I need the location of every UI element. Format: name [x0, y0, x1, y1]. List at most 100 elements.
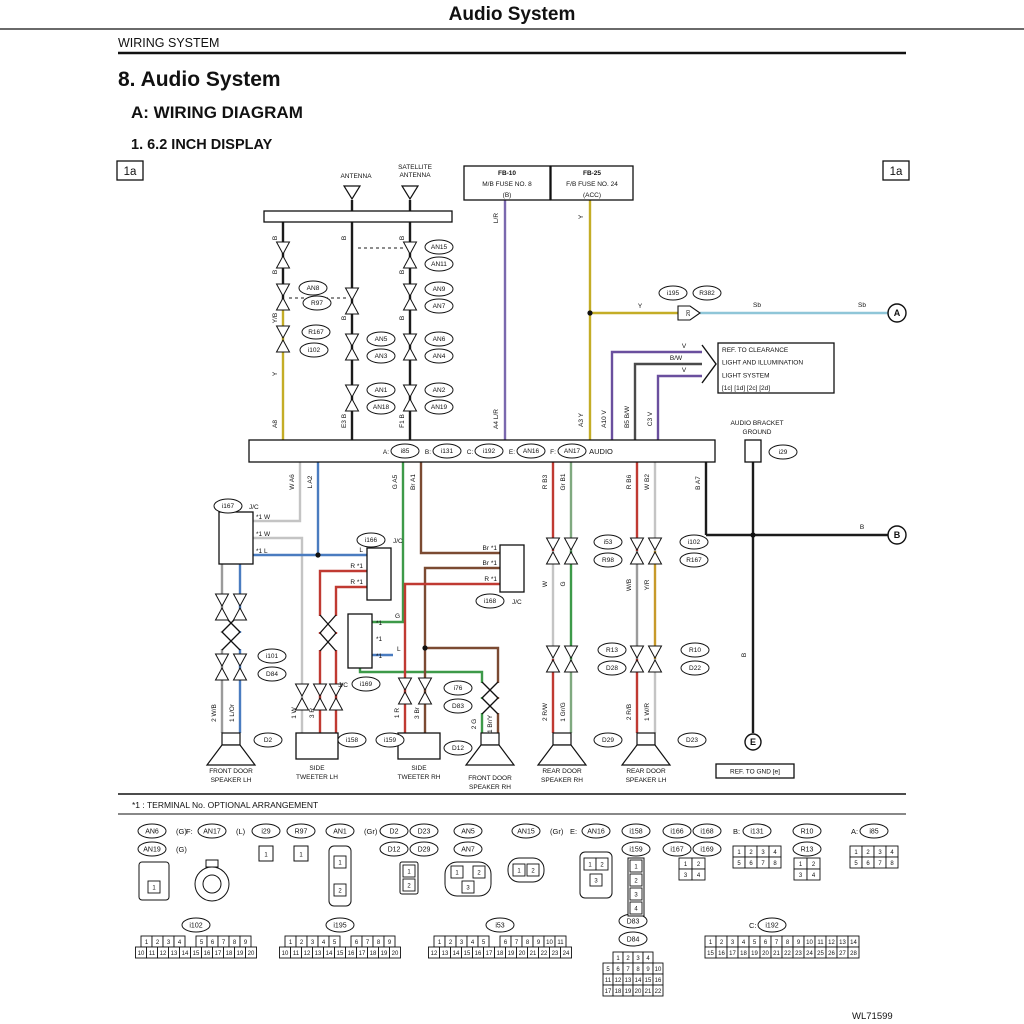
terminal-triangle — [275, 296, 291, 311]
footer-label: C: — [749, 921, 757, 930]
diagram-label: J/C — [512, 599, 522, 606]
terminal-triangle — [402, 346, 418, 361]
diagram-label: B — [860, 524, 864, 531]
pin-number: 15 — [193, 951, 200, 957]
wire-label: L/R — [493, 213, 500, 223]
pin-number: 2 — [300, 940, 304, 946]
diagram-label: F: — [550, 449, 556, 456]
pin-number: 8 — [377, 940, 381, 946]
terminal-triangle — [647, 645, 663, 660]
connector-D84 — [618, 931, 648, 947]
wire-label: E3 B — [341, 414, 348, 428]
terminal-triangle — [214, 666, 230, 681]
round-connector-tab — [205, 859, 219, 868]
pin-number: 1 — [799, 862, 803, 868]
pin-number: 4 — [178, 940, 182, 946]
pin-cell — [333, 883, 347, 897]
connector-label-AN3: AN3 — [375, 353, 388, 360]
pin-number: 11 — [817, 940, 824, 946]
wire-label: Y — [578, 214, 585, 219]
wire-label: Y — [272, 371, 279, 376]
pin-number: 19 — [625, 989, 632, 995]
fuse-box-fb25-label: FB-25 — [583, 170, 601, 177]
pin-number: 12 — [431, 951, 438, 957]
connector-AN19 — [137, 841, 167, 857]
bracket-ground-box — [744, 439, 762, 463]
connector-label-R98: R98 — [602, 557, 614, 564]
pin-number: 17 — [486, 951, 493, 957]
single-pin-icon — [293, 845, 309, 862]
pin-number: 1 — [854, 850, 858, 856]
diagram-label: R *1 — [350, 579, 363, 586]
terminal-triangle — [344, 397, 360, 412]
front-door-speaker-rh-icon — [464, 744, 516, 766]
pin-number: 6 — [355, 940, 359, 946]
connector-i102 — [181, 917, 211, 933]
diagram-label: *1 W — [256, 531, 271, 538]
terminal-triangle — [545, 537, 561, 552]
connector-label-AN2: AN2 — [433, 387, 446, 394]
pin-cell — [629, 873, 643, 887]
connector-AN15 — [511, 823, 541, 839]
connector-label-i131: i131 — [750, 828, 763, 835]
terminal-triangle — [402, 254, 418, 269]
pin-number: 18 — [740, 951, 747, 957]
connector-R97 — [286, 823, 316, 839]
wire-label: B5 B/W — [624, 405, 631, 428]
diagram-label: FRONT DOOR — [209, 768, 253, 775]
connector-label-AN11: AN11 — [431, 261, 447, 268]
terminal-triangle — [545, 550, 561, 565]
connector-label-i167: i167 — [670, 846, 683, 853]
wire-label: G — [560, 581, 567, 586]
connector-AN6 — [424, 331, 454, 347]
ref-gnd-box-label: REF. TO GND [e] — [730, 769, 780, 776]
pin-number: 6 — [504, 940, 508, 946]
pin-cell — [691, 868, 706, 881]
terminal-triangle — [214, 653, 230, 668]
twist-cross — [481, 697, 499, 715]
pin-cell — [806, 868, 821, 881]
wire-label: W — [542, 580, 549, 587]
connector-label-R97: R97 — [295, 828, 308, 835]
front-door-speaker-lh-icon — [205, 744, 257, 766]
connector-R167 — [679, 552, 709, 568]
jc-box-i167 — [218, 511, 254, 565]
connector-AN11 — [424, 256, 454, 272]
diagram-label: TWEETER LH — [296, 774, 338, 781]
terminal-triangle — [402, 397, 418, 412]
terminal-triangle — [397, 690, 413, 705]
twist-cross — [319, 614, 337, 634]
pin-cell — [402, 878, 416, 892]
diagram-label: Br *1 — [483, 560, 498, 567]
pin-number: 20 — [248, 951, 255, 957]
wire-label: R B6 — [626, 474, 633, 489]
pin-number: 18 — [226, 951, 233, 957]
jc-box-i166 — [366, 547, 392, 601]
connector-i167 — [662, 841, 692, 857]
diagram-label: E: — [509, 449, 515, 456]
terminal-triangle — [647, 550, 663, 565]
connector-AN5 — [366, 331, 396, 347]
wire-label: Gr B1 — [560, 473, 567, 490]
pin-number: 3 — [167, 940, 171, 946]
pin-number: 28 — [850, 951, 857, 957]
twist-cross — [481, 681, 499, 699]
pin-cell — [450, 865, 464, 879]
pin-number: 18 — [615, 989, 622, 995]
connector-R10 — [680, 642, 710, 658]
connector-label-AN17: AN17 — [203, 828, 221, 835]
connector-label-D28: D28 — [606, 665, 618, 672]
connector-AN9 — [424, 281, 454, 297]
connector-label-i195: i195 — [333, 922, 346, 929]
twist-cross — [221, 631, 241, 651]
pin-number: 4 — [697, 873, 701, 879]
footer-label: F: — [186, 827, 193, 836]
terminal-triangle — [417, 677, 433, 692]
pin-number: 1 — [634, 865, 638, 871]
connector-circle-a-label: A — [894, 308, 901, 318]
pin-number: 4 — [890, 850, 894, 856]
terminal-triangle — [545, 658, 561, 673]
pin-number: 10 — [655, 967, 662, 973]
terminal-triangle — [275, 338, 291, 353]
pin-number: 7 — [761, 861, 765, 867]
